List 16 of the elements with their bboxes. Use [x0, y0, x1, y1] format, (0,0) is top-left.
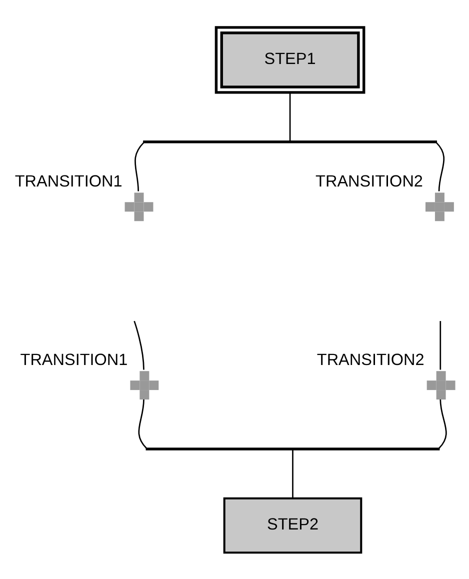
- node-bar: [143, 140, 437, 143]
- node-bar: [146, 447, 440, 450]
- node-label: TRANSITION2: [316, 172, 423, 190]
- connector: [440, 320, 442, 370]
- connector: [134, 142, 144, 191]
- connector: [292, 449, 294, 498]
- node-label: TRANSITION1: [14, 172, 122, 190]
- node-box: STEP2: [223, 496, 362, 554]
- connector: [138, 399, 147, 448]
- connector: [289, 92, 291, 141]
- connector: [134, 320, 144, 370]
- node-label: TRANSITION1: [20, 350, 128, 369]
- connector: [436, 142, 445, 191]
- connector: [438, 399, 447, 448]
- node-box: STEP1: [214, 26, 366, 94]
- node-label: TRANSITION2: [316, 350, 424, 369]
